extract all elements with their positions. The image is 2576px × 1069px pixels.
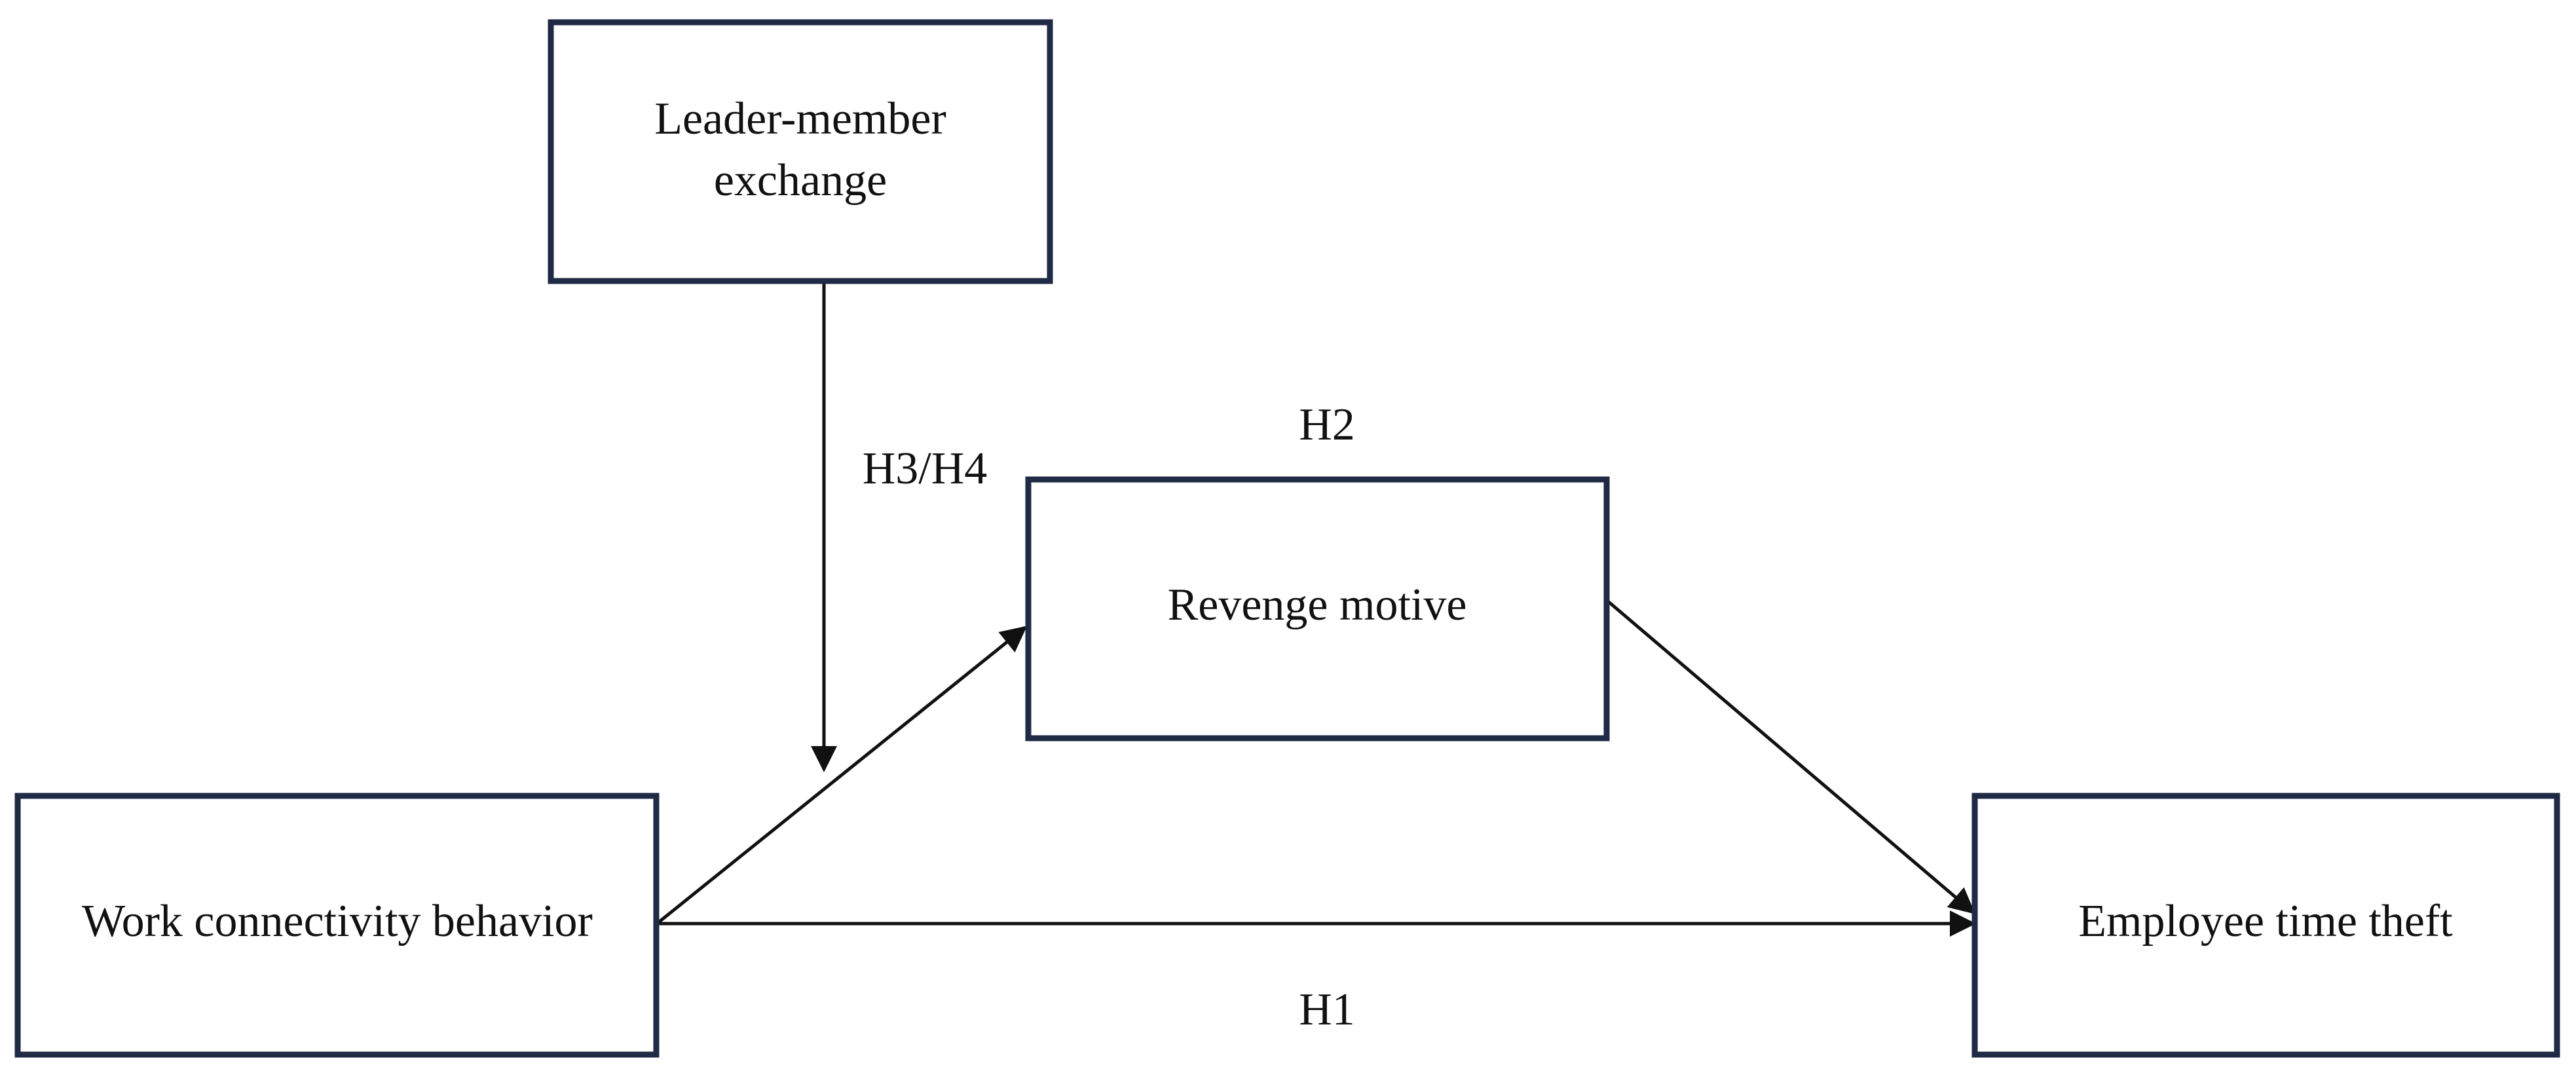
- path-label-h3-h4: H3/H4: [863, 443, 988, 494]
- node-box: [1971, 793, 2560, 1058]
- node-label-line2: exchange: [714, 155, 887, 206]
- path-wcb-to-revenge: [656, 626, 1028, 925]
- node-employee-time-theft: Employee time theft: [1971, 793, 2560, 1058]
- path-revenge-to-ett: [1607, 600, 1976, 914]
- node-box: [1025, 476, 1610, 741]
- node-label: Employee time theft: [2078, 896, 2453, 947]
- node-box: [14, 793, 660, 1058]
- path-label-h1: H1: [1299, 985, 1355, 1035]
- node-revenge-motive: Revenge motive: [1025, 476, 1610, 741]
- node-label-line1: Leader-member: [654, 94, 946, 144]
- node-box: [548, 19, 1053, 284]
- node-label: Work connectivity behavior: [82, 896, 593, 947]
- node-work-connectivity-behavior: Work connectivity behavior: [14, 793, 660, 1058]
- path-label-h2: H2: [1299, 400, 1355, 450]
- node-label: Revenge motive: [1168, 580, 1467, 630]
- node-leader-member-exchange: Leader-member exchange: [548, 19, 1053, 284]
